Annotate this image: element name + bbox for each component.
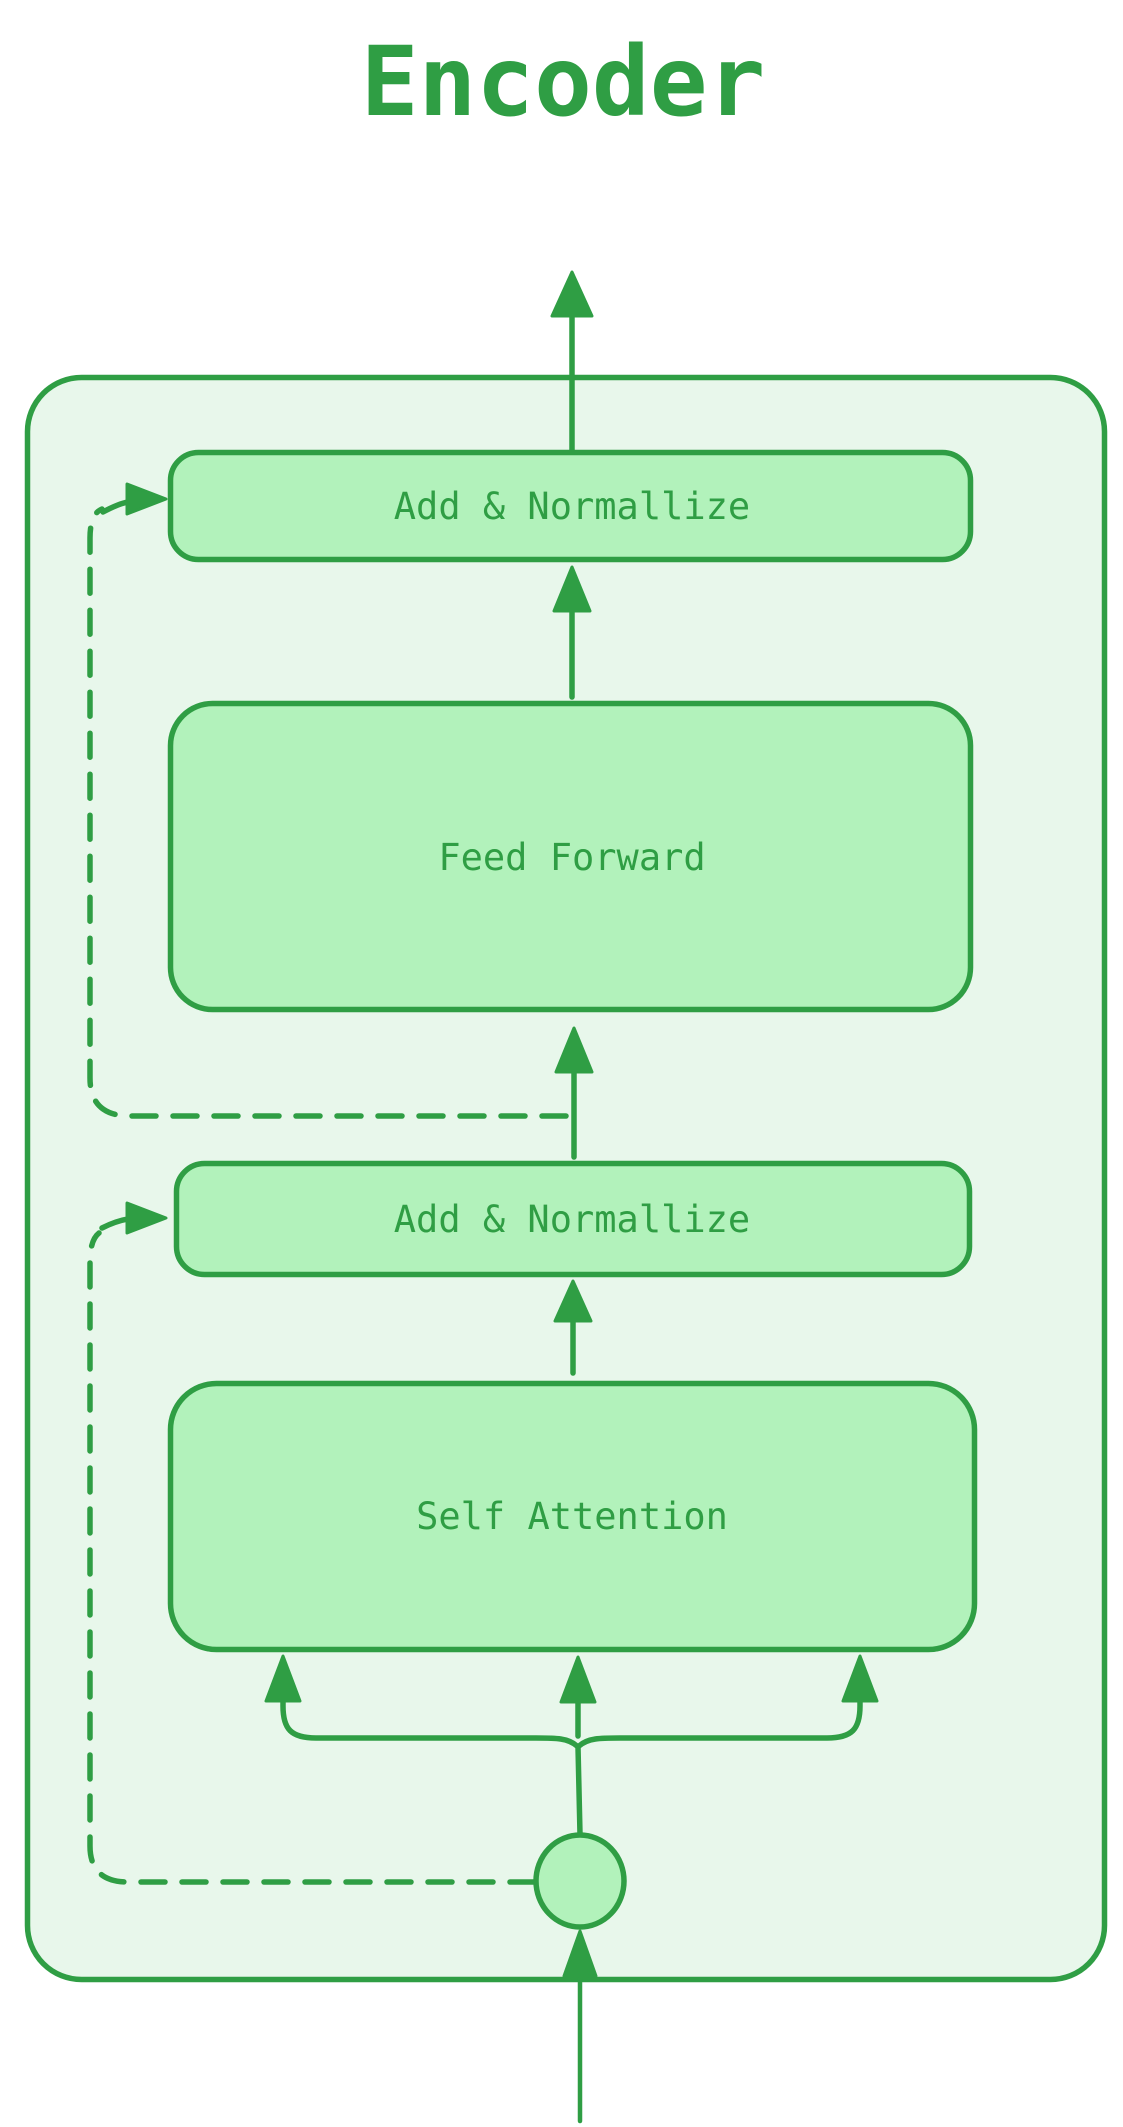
- fork-left-branch: [280, 1698, 580, 1749]
- arrow-selfattention-to-addnorm-bottom: [553, 1279, 593, 1376]
- input-junction-circle: [533, 1832, 627, 1930]
- self-attention-label: Self Attention: [416, 1495, 728, 1538]
- output-arrow: [550, 270, 594, 455]
- arrow-feedforward-to-addnorm-top: [552, 565, 592, 700]
- fork-left-arrowhead-icon: [264, 1654, 302, 1703]
- add-normalize-bottom-label: Add & Normallize: [394, 1198, 750, 1241]
- add-normalize-top-box: [167, 449, 974, 563]
- skip-upper-dashed-line: [87, 506, 569, 1119]
- node-add-normalize-bottom: Add & Normallize: [173, 1160, 973, 1278]
- input-arrow: [562, 1929, 598, 2124]
- fork-right-branch: [576, 1698, 863, 1749]
- skip-connection-upper: [87, 482, 569, 1119]
- fork-center-arrowhead-icon: [559, 1655, 597, 1704]
- fork-stem: [575, 1744, 583, 1837]
- skip-lower-dashed-line: [87, 1230, 537, 1885]
- node-feed-forward: Feed Forward: [167, 700, 974, 1013]
- self-attention-box: [167, 1380, 978, 1653]
- add-normalize-bottom-box: [173, 1160, 973, 1278]
- feed-forward-label: Feed Forward: [438, 836, 705, 879]
- add-normalize-top-label: Add & Normallize: [394, 485, 750, 528]
- arrow-addnorm-bottom-to-feedforward: [554, 1026, 594, 1160]
- arrowhead-icon: [554, 1026, 594, 1074]
- node-add-normalize-top: Add & Normallize: [167, 449, 974, 563]
- page-title: Encoder: [361, 26, 766, 138]
- input-fork: [264, 1654, 879, 1837]
- skip-upper-arrowhead-icon: [125, 482, 168, 516]
- skip-lower-arrowhead-icon: [125, 1201, 168, 1235]
- skip-connection-lower: [87, 1201, 537, 1885]
- fork-right-arrowhead-icon: [841, 1654, 879, 1703]
- output-arrowhead-icon: [550, 270, 594, 318]
- arrowhead-icon: [553, 1279, 593, 1323]
- feed-forward-box: [167, 700, 974, 1013]
- node-self-attention: Self Attention: [167, 1380, 978, 1653]
- input-arrowhead-icon: [562, 1929, 598, 1978]
- arrowhead-icon: [552, 565, 592, 613]
